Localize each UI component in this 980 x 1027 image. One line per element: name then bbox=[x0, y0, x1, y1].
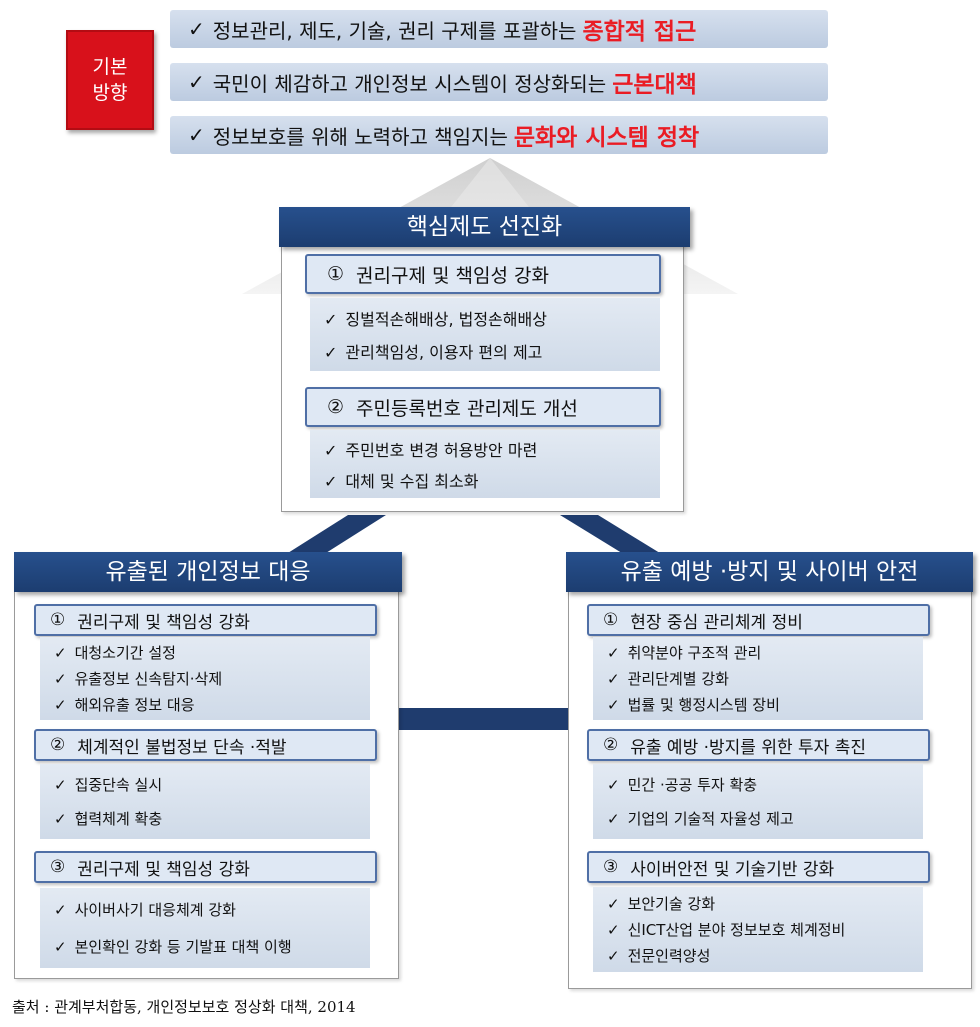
badge-line-2: 방향 bbox=[92, 82, 128, 104]
group-number: ② bbox=[50, 735, 66, 755]
group-number: ③ bbox=[50, 857, 66, 877]
direction-text: 국민이 체감하고 개인정보 시스템이 정상화되는 bbox=[212, 71, 607, 96]
group-number: ① bbox=[50, 610, 66, 630]
list-item: ✓전문인력양성 bbox=[607, 947, 711, 966]
direction-bar-3: ✓ 정보보호를 위해 노력하고 책임지는 문화와 시스템 정착 bbox=[170, 116, 828, 154]
direction-bar-2: ✓ 국민이 체감하고 개인정보 시스템이 정상화되는 근본대책 bbox=[170, 63, 828, 101]
list-item: ✓유출정보 신속탐지·삭제 bbox=[54, 669, 223, 688]
right-group-1-items: ✓취약분야 구조적 관리 ✓관리단계별 강화 ✓법률 및 행정시스템 장비 bbox=[593, 637, 923, 720]
group-head-text: 사이버안전 및 기술기반 강화 bbox=[630, 859, 835, 880]
center-group-2-head: ② 주민등록번호 관리제도 개선 bbox=[305, 387, 661, 427]
check-icon: ✓ bbox=[188, 123, 205, 147]
right-group-2-head: ② 유출 예방 ·방지를 위한 투자 촉진 bbox=[587, 729, 930, 761]
left-group-1-head: ① 권리구제 및 책임성 강화 bbox=[34, 604, 377, 636]
direction-highlight: 근본대책 bbox=[612, 72, 697, 98]
right-group-1-head: ① 현장 중심 관리체계 정비 bbox=[587, 604, 930, 636]
right-panel-title: 유출 예방 ·방지 및 사이버 안전 bbox=[566, 552, 973, 592]
list-item: ✓보안기술 강화 bbox=[607, 894, 716, 913]
left-group-3-items: ✓사이버사기 대응체계 강화 ✓본인확인 강화 등 기발표 대책 이행 bbox=[40, 888, 370, 968]
group-number: ③ bbox=[603, 857, 619, 877]
list-item: ✓집중단속 실시 bbox=[54, 775, 163, 794]
center-panel-title: 핵심제도 선진화 bbox=[279, 207, 690, 247]
group-head-text: 체계적인 불법정보 단속 ·적발 bbox=[77, 737, 287, 758]
list-item: ✓관리단계별 강화 bbox=[607, 669, 729, 688]
list-item: ✓해외유출 정보 대응 bbox=[54, 695, 195, 714]
group-head-text: 현장 중심 관리체계 정비 bbox=[630, 612, 803, 633]
list-item: ✓관리책임성, 이용자 편의 제고 bbox=[324, 343, 543, 363]
list-item: ✓대청소기간 설정 bbox=[54, 644, 176, 663]
left-group-2-head: ② 체계적인 불법정보 단속 ·적발 bbox=[34, 729, 377, 761]
group-head-text: 권리구제 및 책임성 강화 bbox=[356, 264, 549, 287]
left-group-2-items: ✓집중단속 실시 ✓협력체계 확충 bbox=[40, 764, 370, 839]
badge-line-1: 기본 bbox=[92, 56, 128, 78]
left-group-3-head: ③ 권리구제 및 책임성 강화 bbox=[34, 851, 377, 883]
list-item: ✓취약분야 구조적 관리 bbox=[607, 644, 762, 663]
center-group-1-head: ① 권리구제 및 책임성 강화 bbox=[305, 254, 661, 294]
right-group-3-head: ③ 사이버안전 및 기술기반 강화 bbox=[587, 851, 930, 883]
group-head-text: 권리구제 및 책임성 강화 bbox=[77, 859, 250, 880]
list-item: ✓신ICT산업 분야 정보보호 체계정비 bbox=[607, 920, 846, 939]
group-number: ① bbox=[603, 610, 619, 630]
right-group-2-items: ✓민간 ·공공 투자 확충 ✓기업의 기술적 자율성 제고 bbox=[593, 764, 923, 839]
right-group-3-items: ✓보안기술 강화 ✓신ICT산업 분야 정보보호 체계정비 ✓전문인력양성 bbox=[593, 887, 923, 972]
list-item: ✓기업의 기술적 자율성 제고 bbox=[607, 810, 794, 829]
list-item: ✓주민번호 변경 허용방안 마련 bbox=[324, 440, 538, 460]
direction-text: 정보보호를 위해 노력하고 책임지는 bbox=[212, 124, 508, 149]
group-number: ② bbox=[603, 735, 619, 755]
list-item: ✓사이버사기 대응체계 강화 bbox=[54, 901, 236, 919]
group-head-text: 권리구제 및 책임성 강화 bbox=[77, 612, 250, 633]
direction-highlight: 종합적 접근 bbox=[582, 19, 697, 45]
list-item: ✓민간 ·공공 투자 확충 bbox=[607, 775, 758, 794]
group-number: ② bbox=[327, 396, 345, 418]
direction-highlight: 문화와 시스템 정착 bbox=[513, 125, 700, 151]
group-number: ① bbox=[327, 263, 345, 285]
check-icon: ✓ bbox=[188, 70, 205, 94]
center-group-1-items: ✓징벌적손해배상, 법정손해배상 ✓관리책임성, 이용자 편의 제고 bbox=[310, 298, 660, 371]
list-item: ✓본인확인 강화 등 기발표 대책 이행 bbox=[54, 938, 292, 956]
basic-direction-badge: 기본 방향 bbox=[66, 30, 154, 130]
left-group-1-items: ✓대청소기간 설정 ✓유출정보 신속탐지·삭제 ✓해외유출 정보 대응 bbox=[40, 637, 370, 720]
list-item: ✓법률 및 행정시스템 장비 bbox=[607, 695, 780, 714]
direction-bar-1: ✓ 정보관리, 제도, 기술, 권리 구제를 포괄하는 종합적 접근 bbox=[170, 10, 828, 48]
direction-text: 정보관리, 제도, 기술, 권리 구제를 포괄하는 bbox=[212, 18, 577, 43]
list-item: ✓협력체계 확충 bbox=[54, 810, 163, 829]
check-icon: ✓ bbox=[188, 17, 205, 41]
group-head-text: 주민등록번호 관리제도 개선 bbox=[356, 397, 578, 420]
list-item: ✓대체 및 수집 최소화 bbox=[324, 471, 479, 491]
group-head-text: 유출 예방 ·방지를 위한 투자 촉진 bbox=[630, 737, 866, 758]
left-panel-title: 유출된 개인정보 대응 bbox=[14, 552, 402, 592]
source-caption: 출처 : 관계부처합동, 개인정보보호 정상화 대책, 2014 bbox=[12, 998, 356, 1016]
list-item: ✓징벌적손해배상, 법정손해배상 bbox=[324, 309, 547, 329]
center-group-2-items: ✓주민번호 변경 허용방안 마련 ✓대체 및 수집 최소화 bbox=[310, 430, 660, 498]
